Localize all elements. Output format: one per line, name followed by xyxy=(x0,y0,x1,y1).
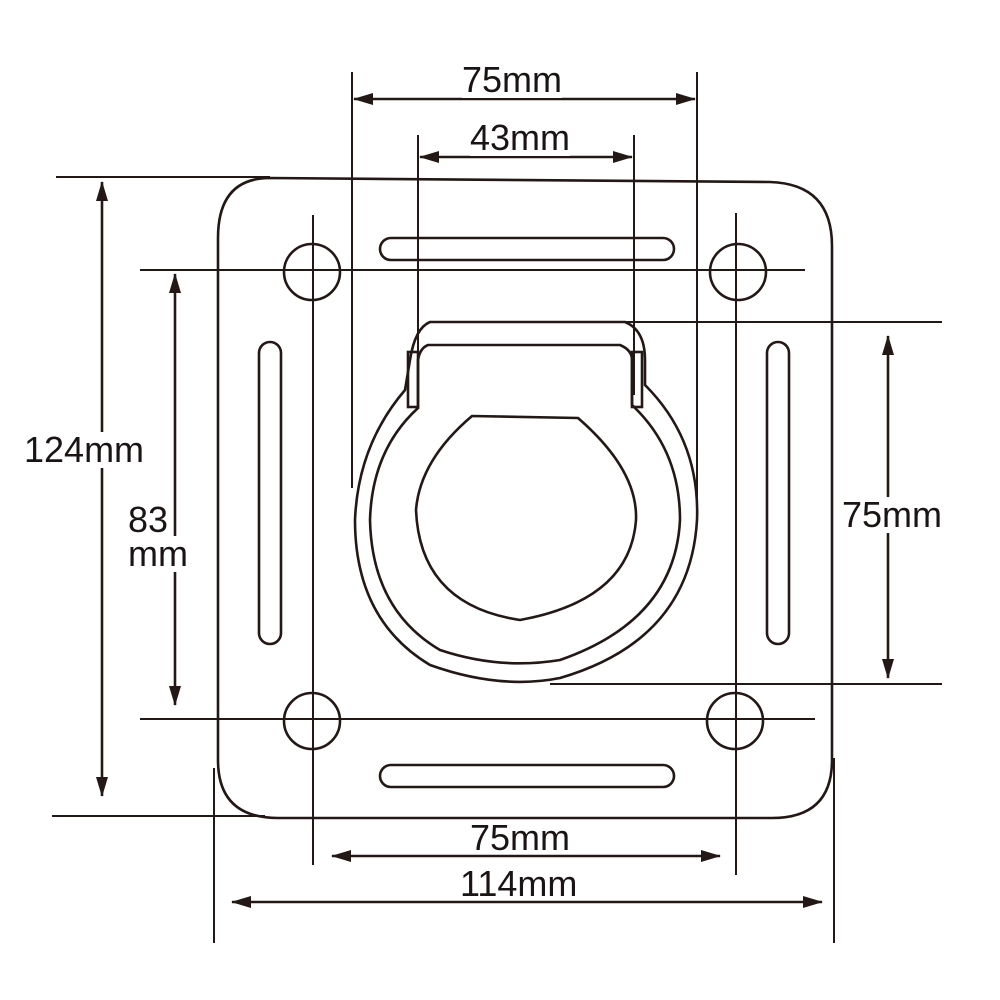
slot-top xyxy=(378,236,676,262)
slot-bottom xyxy=(378,763,676,789)
ring-inner xyxy=(368,343,682,665)
dim-left-inner-value: 83 xyxy=(128,499,169,540)
dim-left-inner-unit: mm xyxy=(128,533,188,574)
slot-left xyxy=(257,340,283,646)
dim-top-outer: 75mm xyxy=(462,59,563,100)
plate-outline xyxy=(216,176,834,820)
dim-bottom-inner: 75mm xyxy=(470,817,571,858)
ring-outer xyxy=(353,320,699,684)
dim-left-outer: 124mm xyxy=(24,429,145,470)
slot-right xyxy=(765,340,791,646)
ring-hole xyxy=(414,414,638,622)
dim-bottom-outer: 114mm xyxy=(460,863,578,904)
dim-top-inner: 43mm xyxy=(470,117,571,158)
dim-right: 75mm xyxy=(842,494,943,535)
hole-tr xyxy=(708,242,768,302)
